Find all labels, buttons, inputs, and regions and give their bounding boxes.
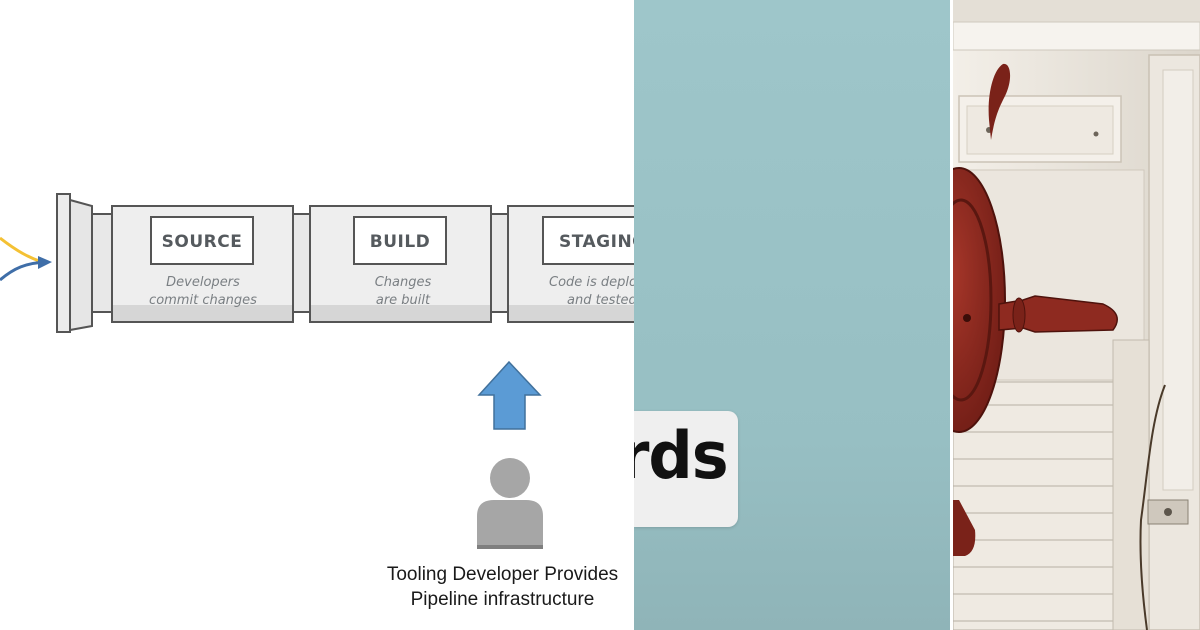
pipeline-diagram-panel: SOURCE Developers commit changes BUILD C…: [0, 193, 634, 612]
pipeline-diagram: SOURCE Developers commit changes BUILD C…: [0, 193, 634, 549]
stage-desc: Code is deployed: [549, 275, 634, 290]
ship-wheel: [953, 63, 1118, 556]
stage-title: BUILD: [370, 232, 431, 252]
caption: Tooling Developer Provides Pipeline infr…: [360, 562, 634, 612]
ship-wheel-image: [953, 0, 1200, 630]
caption-line-2: Pipeline infrastructure: [410, 589, 595, 610]
arrow-up-icon: [477, 360, 542, 430]
word-card-text: ards: [634, 417, 729, 494]
pipeline-stage-build: BUILD Changes are built: [309, 205, 492, 323]
stage-desc: are built: [376, 293, 431, 308]
pipe-connector: [489, 213, 509, 313]
stage-desc: commit changes: [149, 293, 257, 308]
pipeline-stage-staging: STAGING Code is deployed and tested: [507, 205, 634, 323]
teal-panel: ards: [634, 0, 950, 630]
pipe-end-cap: [56, 193, 113, 333]
stage-desc: Changes: [375, 275, 432, 290]
yellow-flow-arrow: [0, 236, 43, 264]
ship-wheel-photo: [953, 0, 1200, 630]
blue-arrowhead-icon: [38, 256, 52, 269]
stage-title: SOURCE: [162, 232, 243, 252]
caption-line-1: Tooling Developer Provides: [386, 564, 619, 585]
pipe-connector: [291, 213, 311, 313]
word-card: ards: [634, 411, 738, 527]
person-icon: [477, 458, 543, 549]
panel-divider: [950, 0, 953, 630]
stage-desc: and tested: [567, 293, 634, 308]
pipeline-stage-source: SOURCE Developers commit changes: [111, 205, 294, 323]
stage-desc: Developers: [166, 275, 240, 290]
stage-title: STAGING: [559, 232, 634, 252]
